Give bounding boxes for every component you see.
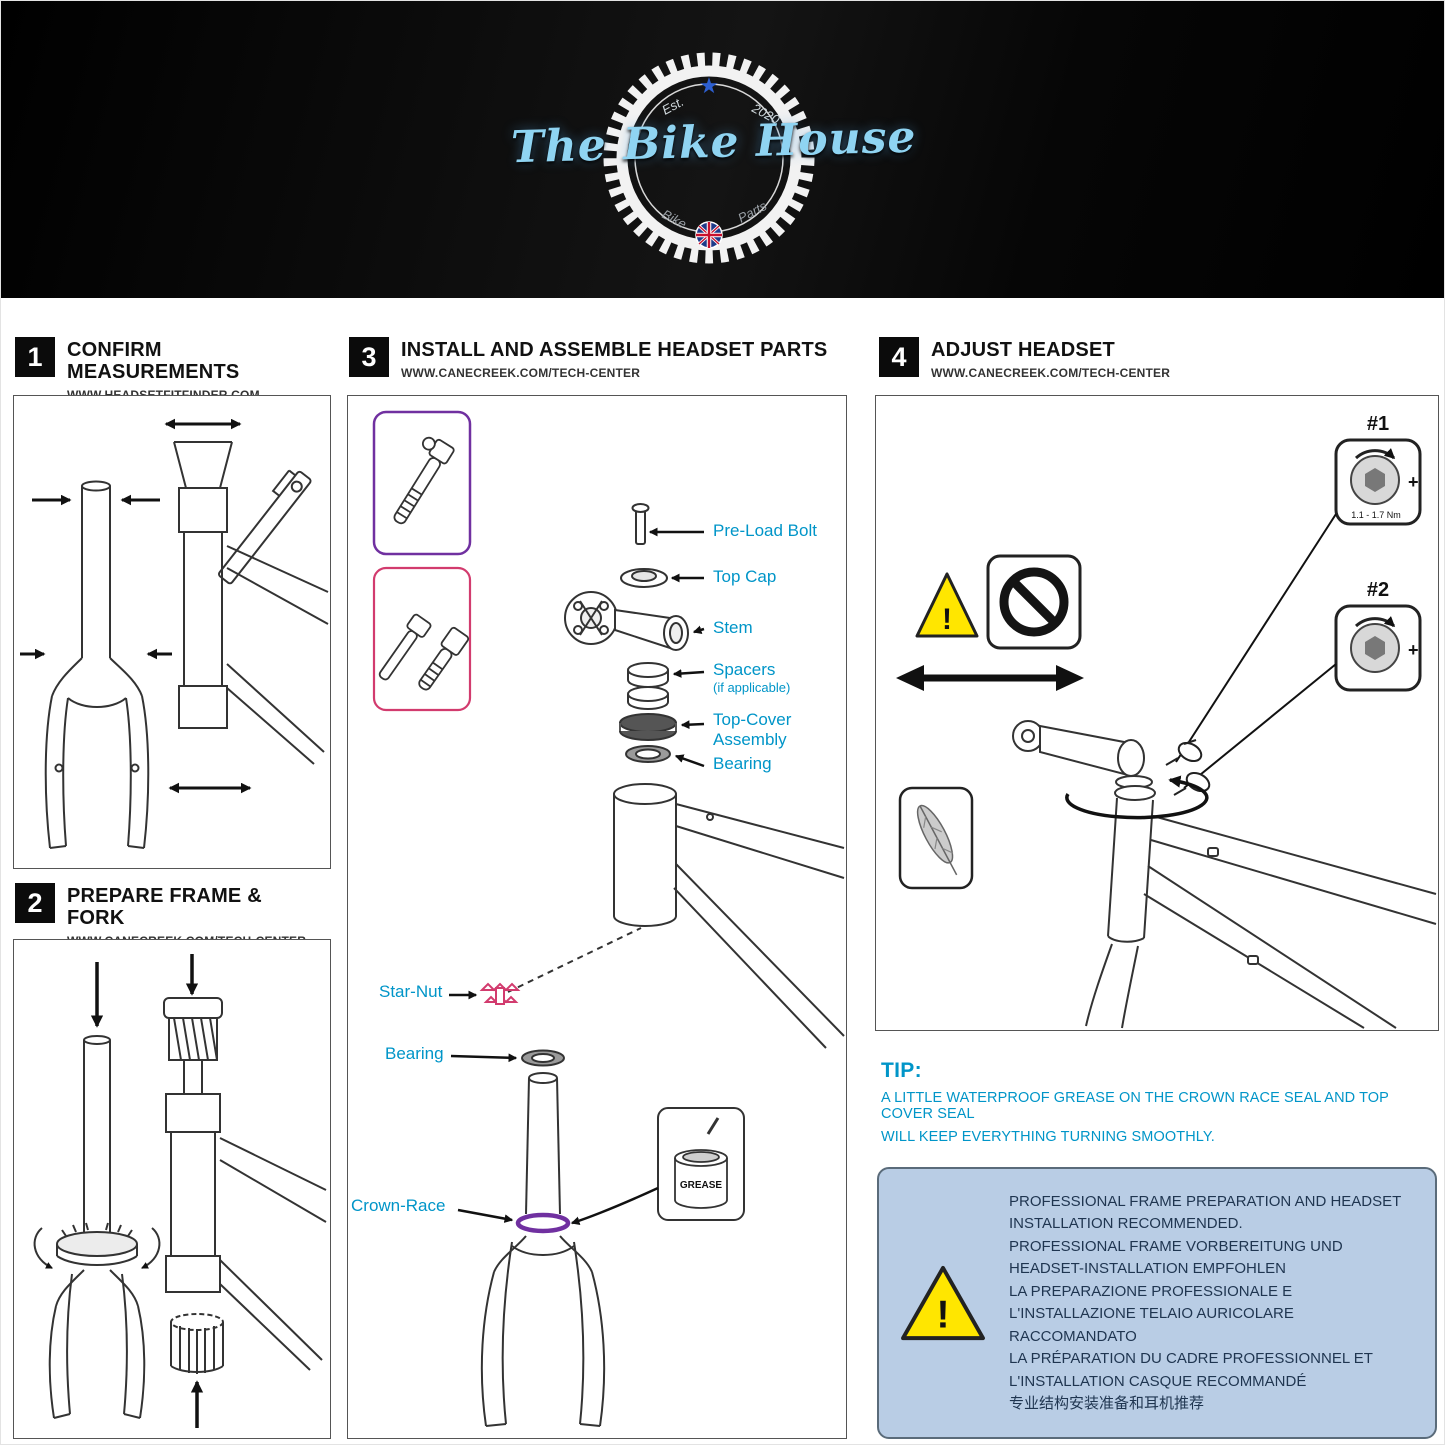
frame-fork-prep-diagram	[33, 954, 327, 1428]
label-spacers-note: (if applicable)	[713, 680, 791, 695]
setting-tools-icon	[378, 613, 470, 691]
star-icon: ★	[699, 73, 719, 98]
step2-number: 2	[15, 883, 55, 923]
notice-line-en: PROFESSIONAL FRAME PREPARATION AND HEADS…	[1009, 1192, 1402, 1233]
label-bearing-lower: Bearing	[385, 1044, 444, 1063]
svg-text:!: !	[942, 603, 952, 636]
label-bearing-upper: Bearing	[713, 754, 772, 773]
tip-line-2: WILL KEEP EVERYTHING TURNING SMOOTHLY.	[881, 1129, 1215, 1145]
adjust-headset-diagram: #1 + 1.1 - 1.7 Nm #2 +	[896, 413, 1437, 1029]
label-star-nut: Star-Nut	[379, 982, 443, 1001]
tip-line-1: A LITTLE WATERPROOF GREASE ON THE CROWN …	[881, 1090, 1389, 1122]
uk-flag-icon	[695, 221, 723, 249]
notice-box: ! PROFESSIONAL FRAME PREPARATION AND HEA…	[877, 1167, 1437, 1439]
label-crown-race: Crown-Race	[351, 1196, 446, 1215]
plus-sign-2: +	[1408, 640, 1419, 660]
tool1-label: #1	[1367, 413, 1389, 435]
tool2-label: #2	[1367, 579, 1389, 601]
prohibition-sign-icon	[986, 554, 1082, 650]
panel-confirm-measurements	[13, 395, 331, 869]
lateral-play-arrow	[896, 665, 1084, 691]
warning-triangle-icon: !	[901, 1265, 985, 1341]
press-direction-arrows	[90, 954, 204, 1428]
grease-arrow	[570, 1186, 659, 1226]
fork-measurement-diagram	[20, 418, 329, 849]
fork-drawing	[44, 480, 150, 849]
step4-title: ADJUST HEADSET	[931, 339, 1115, 361]
label-pre-load-bolt: Pre-Load Bolt	[713, 521, 817, 540]
notice-line-zh: 专业结构安装准备和耳机推荐	[1009, 1395, 1205, 1412]
hex-wrench-icon-1: + 1.1 - 1.7 Nm	[1334, 438, 1422, 526]
headtube-measure-arrows	[164, 418, 252, 794]
logo-title: The Bike House	[510, 111, 918, 174]
panel-install-assemble: GREASE	[347, 395, 847, 1439]
notice-line-it: LA PREPARAZIONE PROFESSIONALE E L'INSTAL…	[1009, 1282, 1294, 1345]
rotation-arrow	[1065, 775, 1209, 820]
chainring-logo-icon: ★ Est. 2020 Bike Parts	[603, 52, 815, 264]
pointing-hand-icon-1	[1165, 739, 1203, 766]
hex-wrench-icon-2: +	[1334, 604, 1422, 692]
warning-triangle-small-icon: !	[915, 572, 979, 638]
plus-sign-1: +	[1408, 472, 1419, 492]
caliper-icon	[218, 469, 312, 585]
step1-number: 1	[15, 337, 55, 377]
feather-icon	[916, 804, 958, 876]
slide-hammer-tool-box	[372, 410, 472, 556]
panel-adjust-headset: #1 + 1.1 - 1.7 Nm #2 +	[875, 395, 1439, 1031]
step4-url: WWW.CANECREEK.COM/TECH-CENTER	[931, 366, 1171, 380]
notice-line-fr: LA PRÉPARATION DU CADRE PROFESSIONNEL ET…	[1009, 1350, 1373, 1390]
crown-race-setting-drawing	[33, 1035, 161, 1419]
notice-text: PROFESSIONAL FRAME PREPARATION AND HEADS…	[1009, 1191, 1419, 1416]
tip-section: TIP: A LITTLE WATERPROOF GREASE ON THE C…	[881, 1059, 1437, 1145]
setting-tools-box	[372, 566, 472, 712]
grease-label: GREASE	[680, 1180, 723, 1191]
banner: ★ Est. 2020 Bike Parts The Bike House	[1, 1, 1444, 298]
step2-title: PREPARE FRAME & FORK	[67, 885, 262, 929]
step3-url: WWW.CANECREEK.COM/TECH-CENTER	[401, 366, 641, 380]
label-top-cap: Top Cap	[713, 567, 777, 586]
exploded-assembly-drawing	[480, 503, 845, 1427]
label-top-cover: Top-Cover	[713, 710, 792, 729]
step1-title: CONFIRM MEASUREMENTS	[67, 339, 240, 383]
grease-can-icon	[674, 1117, 728, 1209]
headtube-facing-drawing	[163, 997, 327, 1374]
exploded-headset-diagram: GREASE	[372, 410, 845, 1427]
step4-header: 4 ADJUST HEADSET WWW.CANECREEK.COM/TECH-…	[879, 337, 1435, 380]
bike-front-end-drawing	[1012, 720, 1437, 1029]
headtube-caliper-drawing	[173, 441, 329, 765]
fork-measure-arrows	[20, 494, 172, 660]
label-stem: Stem	[713, 618, 753, 637]
tool-pointer-lines	[1175, 513, 1337, 789]
crown-race-part	[515, 1212, 571, 1234]
notice-exclamation: !	[937, 1293, 950, 1336]
step3-header: 3 INSTALL AND ASSEMBLE HEADSET PARTS WWW…	[349, 337, 845, 380]
step1-header: 1 CONFIRM MEASUREMENTS WWW.HEADSETFITFIN…	[15, 337, 325, 402]
step3-number: 3	[349, 337, 389, 377]
step3-title: INSTALL AND ASSEMBLE HEADSET PARTS	[401, 339, 828, 361]
star-nut-part	[479, 982, 521, 1005]
feather-box	[898, 786, 974, 890]
logo-est: Est.	[659, 94, 686, 118]
step4-number: 4	[879, 337, 919, 377]
tool1-torque: 1.1 - 1.7 Nm	[1351, 510, 1401, 520]
label-arrows	[449, 527, 705, 1223]
slide-hammer-tool-icon	[393, 436, 455, 525]
notice-line-de: PROFESSIONAL FRAME VORBEREITUNG UND HEAD…	[1009, 1237, 1343, 1278]
label-top-cover-assembly: Assembly	[713, 730, 787, 749]
panel-prepare-frame-fork	[13, 939, 331, 1439]
label-spacers: Spacers	[713, 660, 776, 679]
tip-heading: TIP:	[881, 1059, 922, 1082]
